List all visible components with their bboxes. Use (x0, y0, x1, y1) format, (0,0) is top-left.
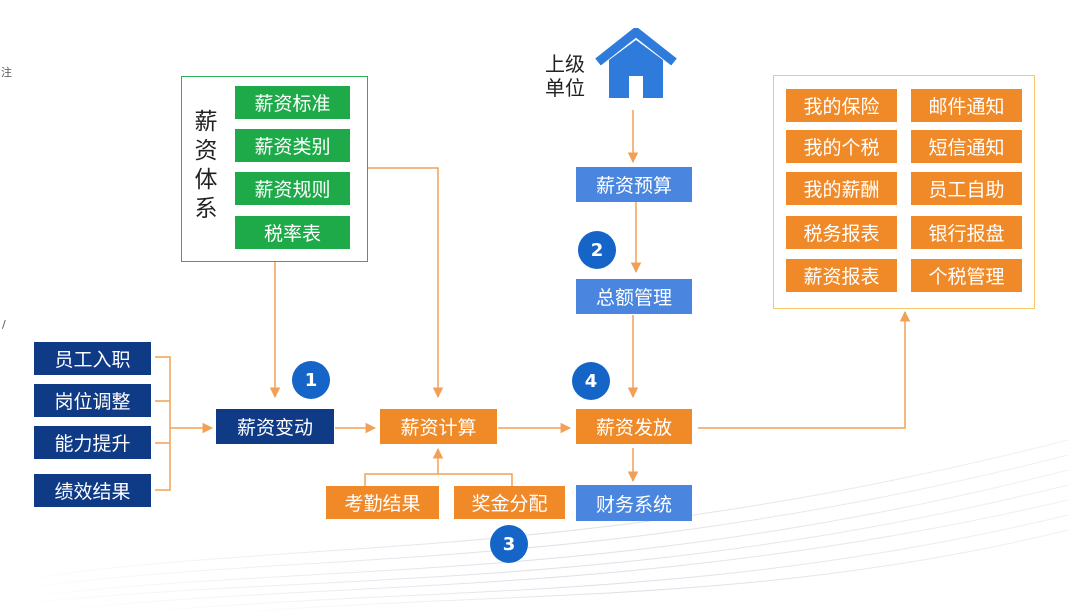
attendance-result: 考勤结果 (326, 486, 439, 519)
finance-system: 财务系统 (576, 485, 692, 521)
bank-disk: 银行报盘 (911, 216, 1022, 249)
step-badge-1: 1 (292, 361, 330, 399)
edge-glyph-1: 注 (1, 66, 12, 79)
my-compensation: 我的薪酬 (786, 172, 897, 205)
employee-onboarding: 员工入职 (34, 342, 151, 375)
position-adjustment: 岗位调整 (34, 384, 151, 417)
edge-glyph-2: / (2, 318, 6, 331)
email-notification: 邮件通知 (911, 89, 1022, 122)
background-waves (0, 439, 1068, 614)
total-management: 总额管理 (576, 279, 692, 314)
step-badge-4: 4 (572, 362, 610, 400)
income-tax-management: 个税管理 (911, 259, 1022, 292)
step-badge-2: 2 (578, 231, 616, 269)
salary-calculation: 薪资计算 (380, 409, 497, 444)
ability-improvement: 能力提升 (34, 426, 151, 459)
performance-result: 绩效结果 (34, 474, 151, 507)
bonus-allocation: 奖金分配 (454, 486, 565, 519)
salary-payout: 薪资发放 (576, 409, 692, 444)
my-insurance: 我的保险 (786, 89, 897, 122)
house-icon (595, 28, 677, 98)
salary-system-title: 薪资体系 (194, 109, 218, 222)
salary-standard: 薪资标准 (235, 86, 350, 119)
salary-rules: 薪资规则 (235, 172, 350, 205)
salary-report: 薪资报表 (786, 259, 897, 292)
step-badge-3: 3 (490, 525, 528, 563)
salary-change: 薪资变动 (216, 409, 334, 444)
my-income-tax: 我的个税 (786, 130, 897, 163)
salary-budget: 薪资预算 (576, 167, 692, 202)
tax-rate-table: 税率表 (235, 216, 350, 249)
sms-notification: 短信通知 (911, 130, 1022, 163)
salary-category: 薪资类别 (235, 129, 350, 162)
superior-label-line1: 上级 (545, 52, 585, 76)
superior-label-line2: 单位 (545, 76, 585, 100)
tax-report: 税务报表 (786, 216, 897, 249)
outputs-frame (773, 75, 1035, 309)
employee-self-service: 员工自助 (911, 172, 1022, 205)
salary-system-frame (181, 76, 368, 262)
